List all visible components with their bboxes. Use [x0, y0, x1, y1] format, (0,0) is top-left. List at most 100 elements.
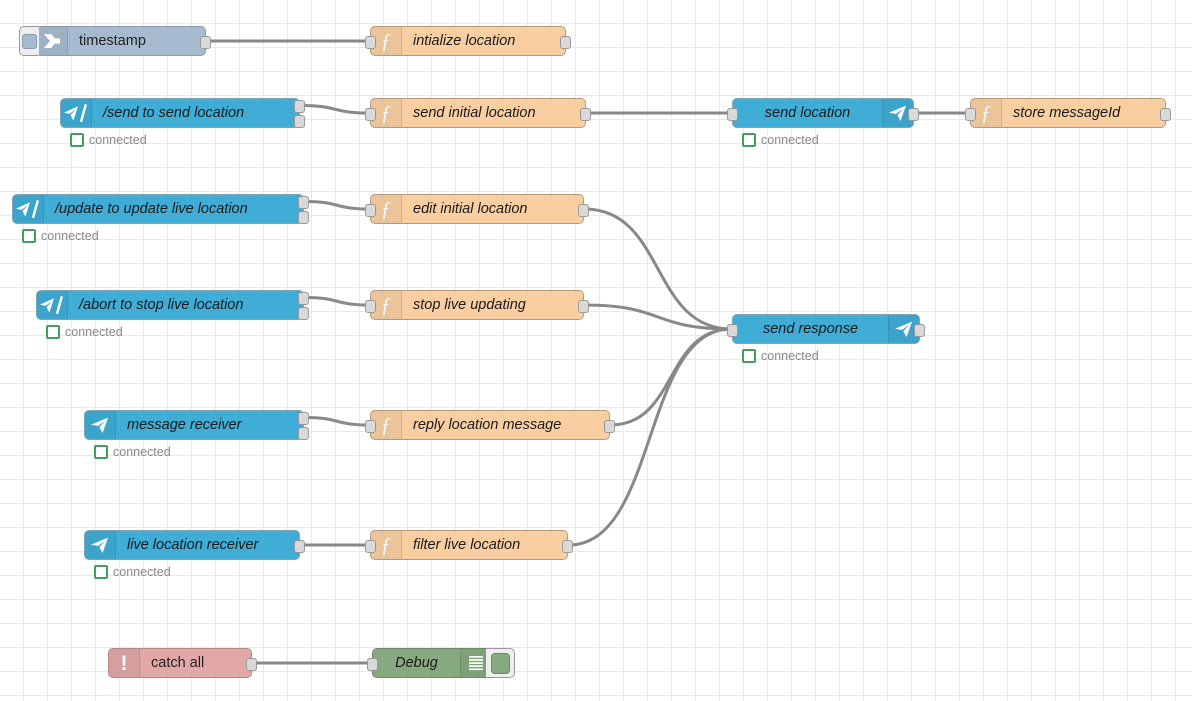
node-label-send-initial-location: send initial location	[413, 105, 536, 121]
output-port-filter-live-location-0[interactable]	[562, 539, 573, 553]
status-text: connected	[65, 324, 123, 339]
node-label-reply-location-message: reply location message	[413, 417, 562, 433]
status-text: connected	[761, 132, 819, 147]
node-status-send-to-send-location: connected	[70, 133, 147, 147]
wire-send-to-send-location-to-send-initial-location[interactable]	[299, 104, 371, 115]
node-icon-live-location-receiver	[85, 531, 116, 559]
node-label-catch-all: catch all	[151, 655, 205, 671]
node-status-send-location: connected	[742, 133, 819, 147]
input-port-debug[interactable]	[367, 657, 378, 671]
node-send-to-send-location[interactable]: /send to send location	[60, 98, 305, 128]
input-port-edit-initial-location[interactable]	[365, 203, 376, 217]
node-store-messageid[interactable]: ƒ store messageId	[965, 98, 1171, 128]
output-port-edit-initial-location-0[interactable]	[578, 203, 589, 217]
node-abort-to-stop-live-location[interactable]: /abort to stop live location	[36, 290, 309, 320]
telegram-icon	[894, 321, 912, 337]
output-port-message-receiver-0[interactable]	[298, 412, 309, 425]
output-port-update-to-update-live-location-1[interactable]	[298, 211, 309, 224]
exclamation-icon: !	[120, 651, 128, 675]
node-label-live-location-receiver: live location receiver	[127, 537, 259, 553]
node-label-update-to-update-live-location: /update to update live location	[55, 201, 248, 217]
input-port-intialize-location[interactable]	[365, 35, 376, 49]
node-icon-catch-all: !	[109, 649, 140, 677]
output-port-send-response-0[interactable]	[914, 323, 925, 337]
input-port-stop-live-updating[interactable]	[365, 299, 376, 313]
status-indicator-icon	[742, 349, 756, 363]
node-catch-all[interactable]: ! catch all	[108, 648, 257, 678]
output-port-catch-all-0[interactable]	[246, 657, 257, 671]
output-port-timestamp-0[interactable]	[200, 35, 211, 49]
output-port-send-initial-location-0[interactable]	[580, 107, 591, 121]
node-message-receiver[interactable]: message receiver	[84, 410, 309, 440]
output-port-reply-location-message-0[interactable]	[604, 419, 615, 433]
node-label-intialize-location: intialize location	[413, 33, 516, 49]
node-send-response[interactable]: send response	[727, 314, 925, 344]
output-port-send-to-send-location-0[interactable]	[294, 100, 305, 113]
output-port-store-messageid-0[interactable]	[1160, 107, 1171, 121]
function-f-icon: ƒ	[980, 100, 992, 125]
node-icon-send-response	[888, 315, 919, 343]
debug-toggle-button[interactable]	[486, 648, 515, 678]
output-port-message-receiver-1[interactable]	[298, 427, 309, 440]
wire-stop-live-updating-to-send-response[interactable]	[583, 303, 733, 331]
output-port-update-to-update-live-location-0[interactable]	[298, 196, 309, 209]
output-port-intialize-location-0[interactable]	[560, 35, 571, 49]
wire-abort-to-stop-live-location-to-stop-live-updating[interactable]	[303, 296, 371, 307]
wire-edit-initial-location-to-send-response[interactable]	[583, 207, 733, 331]
node-send-location[interactable]: send location	[727, 98, 919, 128]
inject-button-timestamp[interactable]	[19, 26, 39, 56]
node-label-stop-live-updating: stop live updating	[413, 297, 526, 313]
node-label-send-to-send-location: /send to send location	[103, 105, 245, 121]
output-port-stop-live-updating-0[interactable]	[578, 299, 589, 313]
input-port-store-messageid[interactable]	[965, 107, 976, 121]
status-text: connected	[113, 444, 171, 459]
node-debug[interactable]: Debug	[367, 648, 515, 678]
output-port-live-location-receiver-0[interactable]	[294, 539, 305, 553]
telegram-plain-icon	[90, 537, 108, 553]
output-port-send-location-0[interactable]	[908, 107, 919, 121]
node-icon-message-receiver	[85, 411, 116, 439]
node-update-to-update-live-location[interactable]: /update to update live location	[12, 194, 309, 224]
wire-message-receiver-to-reply-location-message[interactable]	[303, 416, 371, 427]
node-timestamp[interactable]: timestamp	[19, 26, 211, 56]
telegram-command-icon	[16, 200, 39, 218]
input-port-reply-location-message[interactable]	[365, 419, 376, 433]
node-label-debug: Debug	[395, 655, 438, 671]
status-text: connected	[41, 228, 99, 243]
output-port-abort-to-stop-live-location-0[interactable]	[298, 292, 309, 305]
node-live-location-receiver[interactable]: live location receiver	[84, 530, 305, 560]
node-label-send-location: send location	[764, 105, 851, 121]
function-f-icon: ƒ	[380, 532, 392, 557]
node-icon-send-location	[882, 99, 913, 127]
telegram-command-icon	[40, 296, 63, 314]
output-port-send-to-send-location-1[interactable]	[294, 115, 305, 128]
input-port-send-initial-location[interactable]	[365, 107, 376, 121]
node-icon-filter-live-location: ƒ	[371, 531, 402, 559]
input-port-filter-live-location[interactable]	[365, 539, 376, 553]
wire-update-to-update-live-location-to-edit-initial-location[interactable]	[303, 200, 371, 211]
status-text: connected	[761, 348, 819, 363]
node-icon-store-messageid: ƒ	[971, 99, 1002, 127]
function-f-icon: ƒ	[380, 196, 392, 221]
input-port-send-response[interactable]	[727, 323, 738, 337]
node-status-update-to-update-live-location: connected	[22, 229, 99, 243]
telegram-icon	[888, 105, 906, 121]
node-intialize-location[interactable]: ƒ intialize location	[365, 26, 571, 56]
node-label-timestamp: timestamp	[79, 33, 146, 49]
output-port-abort-to-stop-live-location-1[interactable]	[298, 307, 309, 320]
node-label-store-messageid: store messageId	[1013, 105, 1121, 121]
status-indicator-icon	[22, 229, 36, 243]
node-label-send-response: send response	[762, 321, 859, 337]
input-port-send-location[interactable]	[727, 107, 738, 121]
function-f-icon: ƒ	[380, 28, 392, 53]
node-status-send-response: connected	[742, 349, 819, 363]
status-indicator-icon	[70, 133, 84, 147]
node-status-abort-to-stop-live-location: connected	[46, 325, 123, 339]
wire-reply-location-message-to-send-response[interactable]	[609, 327, 733, 427]
